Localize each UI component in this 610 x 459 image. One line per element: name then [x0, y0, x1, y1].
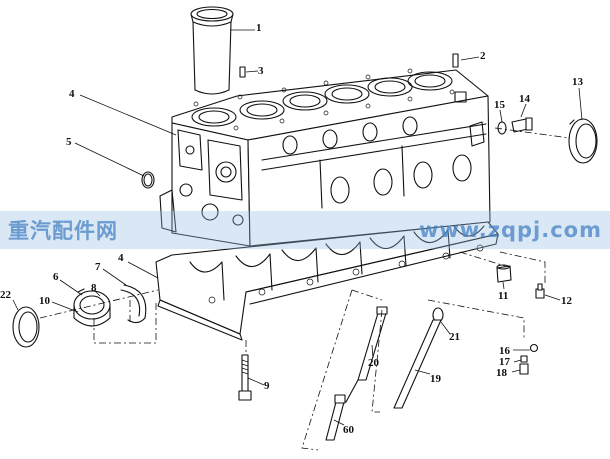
snap-ring — [120, 284, 147, 324]
callout-9: 9 — [264, 380, 270, 392]
callout-6: 6 — [53, 271, 59, 283]
long-bolt — [238, 354, 252, 401]
bearing-bush — [73, 288, 111, 327]
cylinder-liner — [190, 6, 234, 95]
dowel-pin — [452, 53, 459, 68]
callout-10: 10 — [39, 295, 50, 307]
callout-60: 60 — [343, 424, 354, 436]
cylinder-block — [159, 68, 491, 247]
alignment-lines — [39, 127, 571, 451]
callout-19: 19 — [430, 373, 441, 385]
callout-2: 2 — [480, 50, 486, 62]
sleeve — [496, 264, 512, 283]
callout-18: 18 — [496, 367, 507, 379]
callout-8: 8 — [91, 282, 97, 294]
oil-tube-assembly — [325, 306, 388, 441]
callout-1: 1 — [256, 22, 262, 34]
callout-20: 20 — [368, 357, 379, 369]
o-ring — [141, 171, 155, 189]
callout-5: 5 — [66, 136, 72, 148]
callout-13: 13 — [572, 76, 583, 88]
leader-lines — [12, 29, 583, 426]
rear-seal-ring — [568, 118, 598, 164]
callout-16: 16 — [499, 345, 510, 357]
fitting-assembly — [519, 343, 539, 375]
callout-12: 12 — [561, 295, 572, 307]
callout-17: 17 — [499, 356, 510, 368]
crankcase — [155, 221, 499, 341]
guide-tube — [393, 307, 444, 409]
callout-3: 3 — [258, 65, 264, 77]
callout-4-lower: 4 — [118, 252, 124, 264]
callout-15: 15 — [494, 99, 505, 111]
callout-11: 11 — [498, 290, 509, 302]
callout-21: 21 — [449, 331, 460, 343]
plug-and-washer — [497, 117, 533, 135]
callout-4-upper: 4 — [69, 88, 75, 100]
front-seal-ring — [12, 306, 40, 348]
bolt-small — [535, 283, 545, 299]
callout-22: 22 — [0, 289, 11, 301]
callout-7: 7 — [95, 261, 101, 273]
dowel-pin-small — [239, 66, 246, 78]
callout-14: 14 — [519, 93, 530, 105]
